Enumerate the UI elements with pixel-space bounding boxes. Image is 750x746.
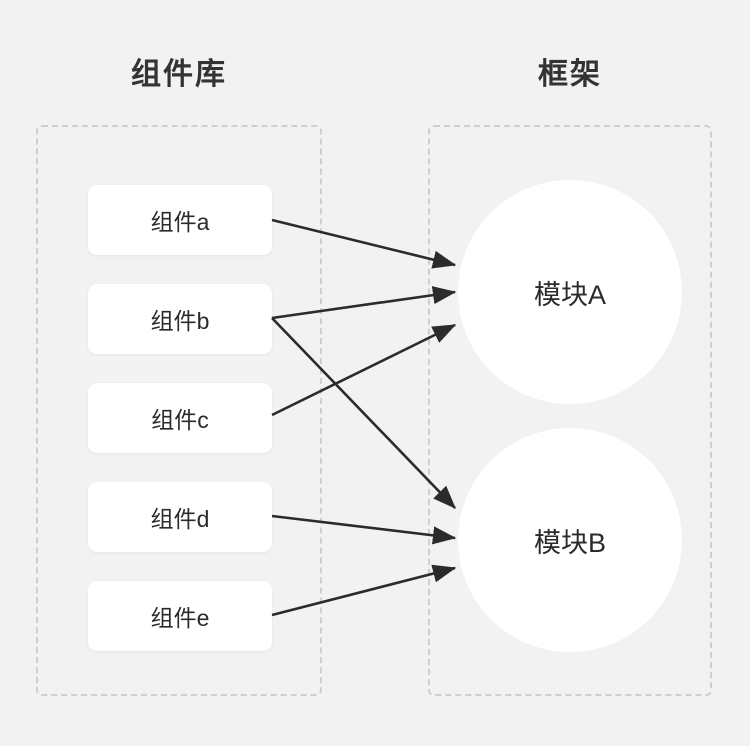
component-label: 组件d	[150, 506, 210, 532]
module-circle-b[interactable]: 模块B	[458, 428, 682, 652]
module-label: 模块B	[533, 527, 606, 558]
module-circle-a[interactable]: 模块A	[458, 180, 682, 404]
component-label: 组件b	[150, 308, 210, 334]
module-label: 模块A	[533, 279, 606, 310]
component-label: 组件e	[150, 605, 210, 631]
column-title-framework: 框架	[538, 58, 602, 91]
component-card-a[interactable]: 组件a	[88, 185, 272, 255]
component-label: 组件a	[150, 209, 210, 235]
column-title-library: 组件库	[131, 58, 227, 91]
component-card-c[interactable]: 组件c	[88, 383, 272, 453]
component-card-e[interactable]: 组件e	[88, 581, 272, 651]
component-card-d[interactable]: 组件d	[88, 482, 272, 552]
component-card-b[interactable]: 组件b	[88, 284, 272, 354]
component-label: 组件c	[151, 407, 209, 433]
